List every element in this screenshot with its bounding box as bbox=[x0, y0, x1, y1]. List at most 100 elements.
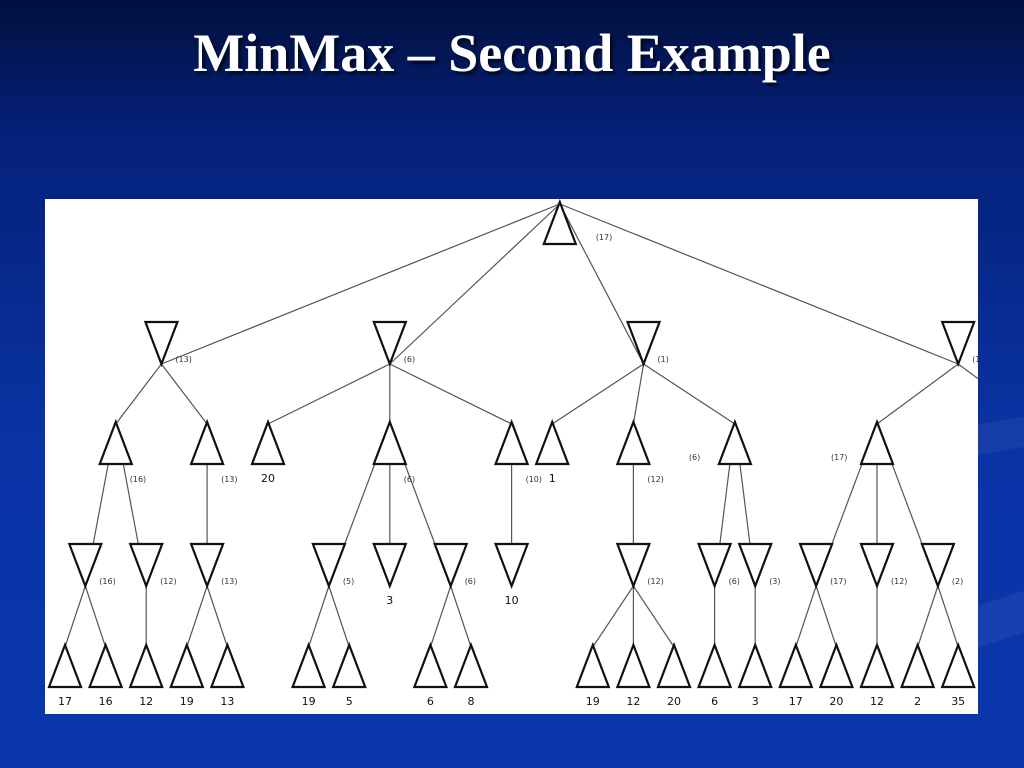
max-node bbox=[250, 418, 286, 466]
leaf-value-label: 19 bbox=[586, 695, 600, 708]
node-value-label: (12) bbox=[647, 577, 663, 586]
tree-edge bbox=[389, 363, 512, 425]
tree-edge bbox=[815, 585, 837, 648]
leaf-value-label: 17 bbox=[58, 695, 72, 708]
max-node bbox=[291, 641, 327, 689]
min-node bbox=[625, 320, 662, 368]
tree-edge bbox=[551, 363, 644, 425]
leaf-value-label: 3 bbox=[752, 695, 759, 708]
min-node bbox=[433, 542, 469, 590]
max-node bbox=[575, 641, 611, 689]
leaf-value-label: 17 bbox=[789, 695, 803, 708]
max-node bbox=[818, 641, 854, 689]
leaf-value-label: 20 bbox=[261, 472, 275, 485]
node-value-label: (12) bbox=[647, 475, 663, 484]
min-node bbox=[128, 542, 164, 590]
tree-edge bbox=[429, 585, 452, 648]
min-node bbox=[143, 320, 180, 368]
leaf-value-label: 3 bbox=[386, 594, 393, 607]
leaf-value-label: 1 bbox=[549, 472, 556, 485]
max-node bbox=[169, 641, 205, 689]
max-node bbox=[209, 641, 245, 689]
tree-edge bbox=[592, 585, 634, 648]
page-title: MinMax – Second Example bbox=[193, 23, 831, 83]
node-value-label: (17) bbox=[830, 577, 846, 586]
max-node bbox=[615, 418, 651, 466]
min-node bbox=[615, 542, 651, 590]
leaf-value-label: 16 bbox=[99, 695, 113, 708]
tree-edge bbox=[917, 585, 939, 648]
node-value-label: (2) bbox=[952, 577, 963, 586]
tree-edge bbox=[632, 363, 645, 425]
tree-edge bbox=[389, 203, 561, 365]
node-value-label: (6) bbox=[404, 475, 415, 484]
leaf-value-label: 13 bbox=[220, 695, 234, 708]
min-node bbox=[859, 542, 895, 590]
node-value-label: (6) bbox=[404, 355, 415, 364]
leaf-value-label: 19 bbox=[180, 695, 194, 708]
node-value-label: (16) bbox=[99, 577, 115, 586]
node-value-label: (13) bbox=[221, 475, 237, 484]
tree-edge bbox=[328, 585, 350, 648]
tree-edge bbox=[267, 363, 391, 425]
max-node bbox=[615, 641, 651, 689]
node-value-label: (6) bbox=[465, 577, 476, 586]
leaf-value-label: 12 bbox=[139, 695, 153, 708]
tree-edge bbox=[64, 585, 86, 648]
tree-edge bbox=[206, 585, 228, 648]
leaf-value-label: 12 bbox=[870, 695, 884, 708]
node-value-label: (10) bbox=[526, 475, 542, 484]
max-node bbox=[542, 199, 578, 246]
tree-edge bbox=[115, 363, 162, 425]
leaf-value-label: 6 bbox=[711, 695, 718, 708]
max-node bbox=[453, 641, 489, 689]
min-node bbox=[798, 542, 834, 590]
max-node bbox=[717, 418, 753, 466]
tree-edge bbox=[161, 203, 561, 365]
tree-edge bbox=[632, 585, 675, 648]
max-node bbox=[331, 641, 367, 689]
max-node bbox=[656, 641, 692, 689]
leaf-value-label: 10 bbox=[505, 594, 519, 607]
tree-edge bbox=[450, 585, 472, 648]
min-node bbox=[494, 542, 530, 590]
node-value-label: (5) bbox=[343, 577, 354, 586]
node-value-label: (1) bbox=[658, 355, 669, 364]
leaf-value-label: 20 bbox=[667, 695, 681, 708]
leaf-value-label: 19 bbox=[302, 695, 316, 708]
max-node bbox=[98, 418, 134, 466]
min-node bbox=[372, 542, 408, 590]
min-node bbox=[737, 542, 773, 590]
node-value-label: (13) bbox=[175, 355, 191, 364]
leaf-value-label: 12 bbox=[626, 695, 640, 708]
leaf-value-label: 20 bbox=[829, 695, 843, 708]
min-node bbox=[189, 542, 225, 590]
max-node bbox=[900, 641, 936, 689]
tree-edge bbox=[876, 363, 959, 425]
node-value-label: (12) bbox=[891, 577, 907, 586]
leaf-value-label: 8 bbox=[468, 695, 475, 708]
node-value-label: (6) bbox=[729, 577, 740, 586]
tree-edge bbox=[160, 363, 208, 425]
leaf-value-label: 2 bbox=[914, 695, 921, 708]
max-node bbox=[47, 641, 83, 689]
node-value-label: (17) bbox=[831, 453, 847, 462]
max-node bbox=[737, 641, 773, 689]
node-value-label: (3) bbox=[769, 577, 780, 586]
tree-edge bbox=[308, 585, 330, 648]
tree-edge bbox=[559, 203, 959, 365]
tree-edge bbox=[559, 203, 645, 365]
max-node bbox=[88, 641, 124, 689]
max-node bbox=[534, 418, 570, 466]
leaf-value-label: 35 bbox=[951, 695, 965, 708]
min-node bbox=[940, 320, 976, 368]
max-node bbox=[128, 641, 164, 689]
max-node bbox=[778, 641, 814, 689]
tree-edge bbox=[937, 585, 959, 648]
node-value-label: (17) bbox=[596, 233, 612, 242]
tree-edge bbox=[795, 585, 817, 648]
node-value-label: (12) bbox=[160, 577, 176, 586]
node-value-label: (17) bbox=[972, 355, 978, 364]
